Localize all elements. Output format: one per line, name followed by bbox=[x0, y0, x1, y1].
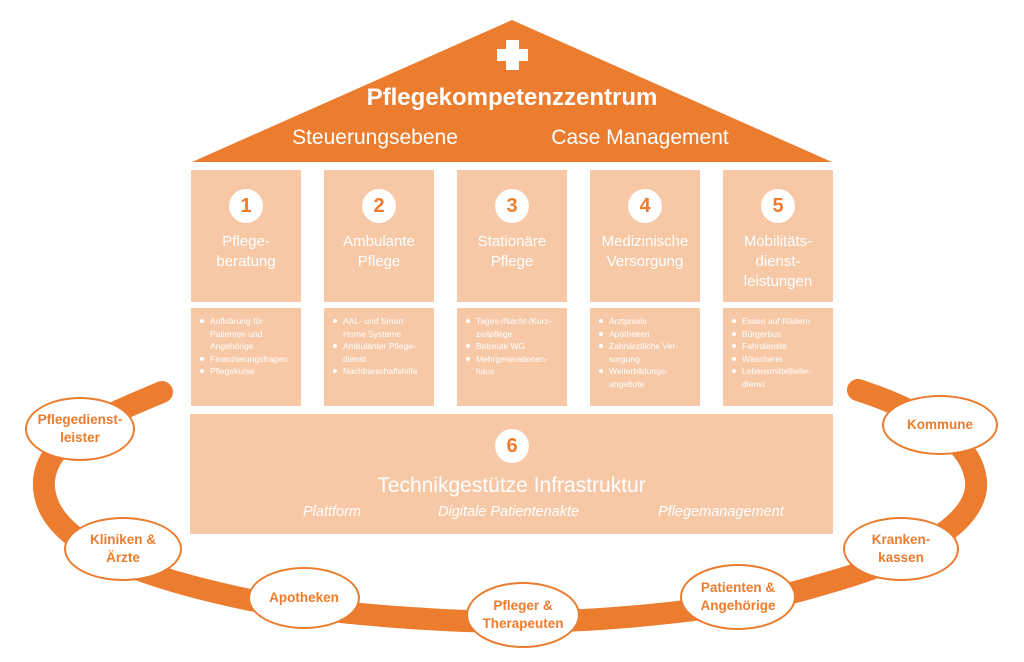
pillar-medizinische-versorgung: 4 Medizinische Versorgung bbox=[590, 170, 700, 302]
list-item: Arztpraxis bbox=[599, 315, 696, 328]
pillar-label: Medizinische Versorgung bbox=[601, 233, 689, 270]
pillar-label: Ambulante Pflege bbox=[343, 233, 415, 270]
pillar-stationaere-pflege: 3 Stationäre Pflege bbox=[457, 170, 567, 302]
infrastructure-title: Technikgestütze Infrastruktur bbox=[377, 474, 646, 497]
pillar-number: 2 bbox=[362, 189, 396, 223]
center-title: Pflegekompetenzzentrum bbox=[366, 84, 658, 111]
infrastructure-item-patient-record: Digitale Patientenakte bbox=[438, 504, 580, 520]
list-item: Fahrdienste bbox=[732, 340, 829, 353]
pillar-label: Pflege- beratung bbox=[216, 233, 276, 270]
partner-kliniken-aerzte: Kliniken & Ärzte bbox=[64, 517, 182, 581]
list-item: Betreute WG bbox=[466, 340, 563, 353]
pillar-4-services: Arztpraxis Apotheken Zahnärztliche Ver- … bbox=[590, 308, 700, 406]
partner-pfleger-therapeuten: Pfleger & Therapeuten bbox=[466, 582, 580, 648]
pillar-1-services: Aufklärung für Patienten und Angehörige … bbox=[191, 308, 301, 406]
partner-apotheken: Apotheken bbox=[248, 567, 360, 629]
list-item: Nachbarschaftshilfe bbox=[333, 365, 430, 378]
pillar-ambulante-pflege: 2 Ambulante Pflege bbox=[324, 170, 434, 302]
pillar-number: 5 bbox=[761, 189, 795, 223]
list-item: Bürgerbus bbox=[732, 328, 829, 341]
list-item: AAL- und Smart Home Systeme bbox=[333, 315, 430, 340]
list-item: Essen auf Rädern bbox=[732, 315, 829, 328]
list-item: Mehrgenerationen- haus bbox=[466, 353, 563, 378]
pillar-5-services: Essen auf Rädern Bürgerbus Fahrdienste W… bbox=[723, 308, 833, 406]
partner-kommune: Kommune bbox=[882, 395, 998, 455]
list-item: Apotheken bbox=[599, 328, 696, 341]
list-item: Wäscherei bbox=[732, 353, 829, 366]
pillar-mobilitaetsdienstleistungen: 5 Mobilitäts- dienst- leistungen bbox=[723, 170, 833, 302]
steering-level-label: Steuerungsebene bbox=[292, 126, 458, 149]
infrastructure-base: 6 Technikgestütze Infrastruktur Plattfor… bbox=[190, 414, 833, 534]
list-item: Aufklärung für Patienten und Angehörige bbox=[200, 315, 297, 353]
list-item: Weiterbildungs- angebote bbox=[599, 365, 696, 390]
list-item: Tages-/Nacht-/Kurz- zeitpflege bbox=[466, 315, 563, 340]
list-item: Zahnärztliche Ver- sorgung bbox=[599, 340, 696, 365]
partner-patienten-angehoerige: Patienten & Angehörige bbox=[680, 564, 796, 630]
partner-krankenkassen: Kranken- kassen bbox=[843, 517, 959, 581]
pillar-pflegeberatung: 1 Pflege- beratung bbox=[191, 170, 301, 302]
pillar-label: Mobilitäts- dienst- leistungen bbox=[743, 233, 813, 290]
infrastructure-number: 6 bbox=[495, 429, 529, 463]
list-item: Ambulanter Pflege- dienst bbox=[333, 340, 430, 365]
plus-cross-icon bbox=[497, 40, 528, 70]
list-item: Lebensmittelliefer- dienst bbox=[732, 365, 829, 390]
partner-pflegedienstleister: Pflegedienst- leister bbox=[25, 397, 135, 461]
list-item: Finanzierungsfragen bbox=[200, 353, 297, 366]
infrastructure-item-care-management: Pflegemanagement bbox=[658, 504, 784, 520]
case-management-label: Case Management bbox=[551, 126, 729, 149]
pillar-number: 3 bbox=[495, 189, 529, 223]
pillar-number: 4 bbox=[628, 189, 662, 223]
infrastructure-item-platform: Plattform bbox=[303, 504, 362, 520]
pillar-3-services: Tages-/Nacht-/Kurz- zeitpflege Betreute … bbox=[457, 308, 567, 406]
list-item: Pflegekurse bbox=[200, 365, 297, 378]
pillar-2-services: AAL- und Smart Home Systeme Ambulanter P… bbox=[324, 308, 434, 406]
pillar-label: Stationäre Pflege bbox=[477, 233, 547, 270]
pillar-number: 1 bbox=[229, 189, 263, 223]
